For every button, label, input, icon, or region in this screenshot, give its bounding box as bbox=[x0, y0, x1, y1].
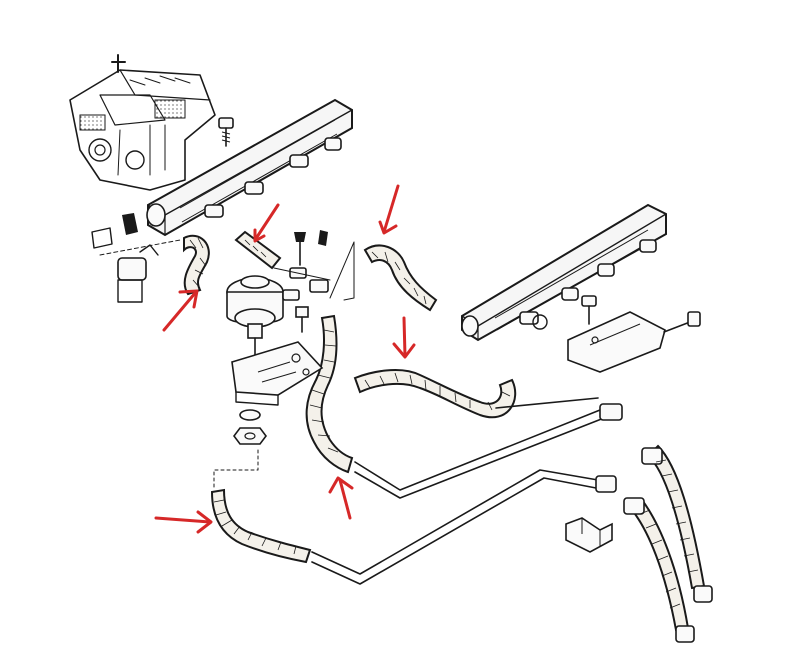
fuel-injector bbox=[91, 213, 181, 303]
callout-arrows bbox=[154, 184, 416, 534]
pipe-clip bbox=[565, 517, 613, 553]
braided-fuel-line bbox=[623, 497, 695, 643]
fuel-hose bbox=[210, 488, 312, 564]
fuel-rail-left bbox=[146, 98, 353, 237]
callout-arrow-lower-feed-hose bbox=[154, 510, 213, 534]
fuel-hose bbox=[353, 369, 517, 419]
fuel-hose bbox=[183, 234, 210, 296]
callout-arrow-curved-hose-return bbox=[378, 184, 400, 235]
callout-arrow-short-hose-near-injector bbox=[162, 289, 199, 332]
fuel-hose bbox=[234, 230, 282, 270]
fuel-pressure-regulator bbox=[226, 275, 300, 356]
fuel-rail-right bbox=[461, 203, 667, 342]
fitting bbox=[289, 230, 329, 333]
mounting-bracket bbox=[567, 295, 701, 373]
callout-arrow-vertical-supply-hose bbox=[328, 476, 354, 520]
fuel-hose bbox=[363, 244, 438, 312]
braided-fuel-line bbox=[641, 444, 713, 603]
fuel-hose bbox=[305, 314, 354, 474]
mounting-bracket bbox=[213, 341, 324, 489]
leader-line bbox=[273, 241, 355, 301]
fuel-pipe bbox=[311, 469, 617, 585]
callout-arrow-straight-hose-near-regulator bbox=[253, 203, 280, 243]
callout-arrow-long-crossover-hose bbox=[392, 316, 416, 359]
bolt bbox=[218, 117, 234, 147]
fuel-pipe bbox=[354, 397, 623, 499]
engine-block-icon bbox=[69, 54, 216, 191]
